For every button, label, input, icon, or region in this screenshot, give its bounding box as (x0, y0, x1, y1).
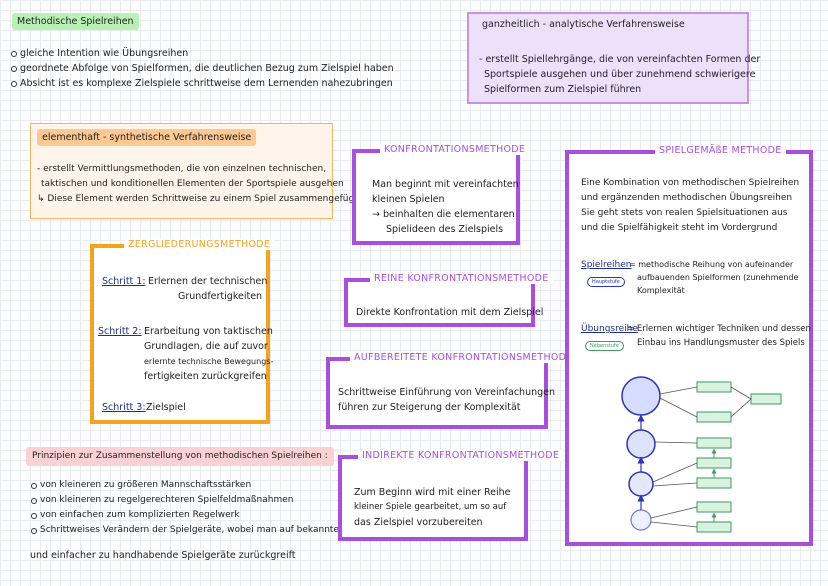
zergliederung-title: ZERGLIEDERUNGSMETHODE (124, 239, 275, 250)
text-line: Grundfertigkeiten (178, 291, 263, 302)
prinzipien-continuation: und einfacher zu handhabende Spielgeräte… (30, 550, 296, 561)
list-item: von kleineren zu größeren Mannschaftsstä… (30, 478, 339, 493)
zergliederung-frame: ZERGLIEDERUNGSMETHODE Schritt 1: Erlerne… (90, 239, 275, 424)
text-line: Spielformen zum Zielspiel führen (484, 84, 642, 95)
text-line: - erstellt Spiellehrgänge, die von verei… (479, 54, 761, 65)
text-line: Zum Beginn wird mit einer Reihe (354, 487, 511, 498)
rect-node (696, 521, 732, 533)
rect-node (696, 501, 732, 513)
aufbereitete-title: AUFBEREITETE KONFRONTATIONSMETHODE (350, 352, 577, 363)
reine-text: Direkte Konfrontation mit dem Zielspiel (356, 307, 544, 318)
text-line: Sie geht stets von realen Spielsituation… (581, 208, 788, 218)
text-line: = methodische Reihung von aufeinander (629, 260, 794, 269)
text-line: ↳ Diese Element werden Schrittweise zu e… (37, 194, 358, 204)
prinzipien-list: von kleineren zu größeren Mannschaftsstä… (30, 478, 339, 538)
rect-node (696, 477, 732, 489)
circle-node (621, 376, 661, 416)
hauptstufe-circles (621, 376, 661, 531)
konfrontation-text: Man beginnt mit vereinfachten kleinen Sp… (372, 177, 519, 237)
text-line: taktischen und konditionellen Elementen … (41, 179, 344, 189)
ganzheitlich-title: ganzheitlich - analytische Verfahrenswei… (482, 19, 685, 30)
text-line: und ergänzenden methodischen Übungsreihe… (581, 193, 793, 203)
list-item: von einfachen zum komplizierten Regelwer… (30, 508, 339, 523)
step-label: Schritt 3: (102, 402, 146, 413)
text-line: kleiner Spiele gearbeitet, um so auf (354, 502, 507, 512)
elementhaft-text: - erstellt Vermittlungsmethoden, die von… (37, 162, 358, 207)
hauptstufe-badge: Hauptstufe (587, 277, 625, 287)
step-text: Erlernen der technischen Grundfertigkeit… (148, 274, 267, 304)
text-line: führen zur Steigerung der Komplexität (338, 402, 521, 413)
circle-node (626, 429, 656, 459)
circle-node (628, 471, 654, 497)
rect-node (696, 437, 732, 449)
text-line: und die Spielfähigkeit steht im Vordergr… (581, 223, 778, 233)
step-label: Schritt 1: (102, 276, 146, 287)
text-line: Erlernen der technischen (148, 276, 268, 287)
text-line: → beinhalten die elementaren (372, 209, 515, 220)
text-line: kleinen Spielen (372, 194, 445, 205)
text-line: erlernte technische Bewegungs- (144, 357, 274, 366)
circle-node (630, 509, 652, 531)
nebenstufe-rects (696, 381, 782, 533)
spielreihen-def: = methodische Reihung von aufeinander au… (629, 258, 798, 297)
list-item: Absicht ist es komplexe Zielspiele schri… (10, 76, 394, 91)
indirekte-frame: INDIREKTE KONFRONTATIONSMETHODE Zum Begi… (338, 450, 564, 541)
text-line: aufbauenden Spielformen (zunehmende (637, 273, 799, 282)
list-item: Schrittweises Verändern der Spielgeräte,… (30, 523, 339, 538)
spielgemaesse-frame: SPIELGEMÄßE METHODE Eine Kombination von… (565, 145, 813, 546)
indirekte-text: Zum Beginn wird mit einer Reihe kleiner … (354, 485, 511, 530)
text-line: = Erlernen wichtiger Techniken und desse… (627, 324, 811, 334)
text-line: Sportspiele ausgehen und über zunehmend … (484, 69, 756, 80)
text-line: Schrittweise Einführung von Vereinfachun… (338, 387, 556, 398)
aufbereitete-text: Schrittweise Einführung von Vereinfachun… (338, 385, 555, 415)
text-line: Erarbeitung von taktischen (144, 326, 273, 337)
text-line: Einbau ins Handlungsmuster des Spiels (637, 338, 805, 348)
spielreihen-term: Spielreihen (581, 260, 632, 270)
text-line: - erstellt Vermittlungsmethoden, die von… (37, 164, 327, 174)
konfrontation-frame: KONFRONTATIONSMETHODE Man beginnt mit ve… (352, 144, 530, 245)
ganzheitlich-box: ganzheitlich - analytische Verfahrenswei… (467, 12, 760, 104)
elementhaft-title: elementhaft - synthetische Verfahrenswei… (37, 129, 257, 146)
text-line: Eine Kombination von methodischen Spielr… (581, 178, 800, 188)
intro-list: gleiche Intention wie Übungsreihen geord… (10, 46, 394, 91)
uebungsreihe-term: Übungsreihe (581, 324, 638, 334)
text-line: Komplexität (637, 286, 685, 295)
reine-title: REINE KONFRONTATIONSMETHODE (370, 273, 553, 284)
aufbereitete-frame: AUFBEREITETE KONFRONTATIONSMETHODE Schri… (326, 352, 577, 429)
step-text: Erarbeitung von taktischen Grundlagen, d… (144, 324, 273, 384)
konfrontation-title: KONFRONTATIONSMETHODE (380, 144, 530, 155)
rect-node (750, 393, 782, 405)
list-item: geordnete Abfolge von Spielformen, die d… (10, 61, 394, 76)
rect-node (696, 457, 732, 469)
rect-node (696, 411, 732, 423)
connector-lines (650, 386, 752, 528)
list-item: gleiche Intention wie Übungsreihen (10, 46, 394, 61)
uebungsreihe-def: = Erlernen wichtiger Techniken und desse… (627, 322, 811, 350)
step-label: Schritt 2: (98, 326, 142, 337)
list-item: von kleineren zu regelgerechteren Spielf… (30, 493, 339, 508)
indirekte-title: INDIREKTE KONFRONTATIONSMETHODE (358, 450, 564, 461)
text-line: Spielideen des Zielspiels (386, 224, 504, 235)
ganzheitlich-text: - erstellt Spiellehrgänge, die von verei… (479, 52, 760, 97)
text-line: das Zielspiel vorzubereiten (354, 517, 483, 528)
text-line: fertigkeiten zurückgreifen (144, 371, 267, 382)
nebenstufe-badge: Nebenstufe (585, 341, 624, 351)
spielgemaesse-title: SPIELGEMÄßE METHODE (655, 145, 786, 156)
step-text: Zielspiel (146, 402, 186, 413)
text-line: Grundlagen, die auf zuvor (144, 341, 268, 352)
page-title: Methodische Spielreihen (12, 13, 139, 30)
text-line: Man beginnt mit vereinfachten (372, 179, 519, 190)
spielgemaesse-intro: Eine Kombination von methodischen Spielr… (581, 176, 799, 236)
stufen-diagram (621, 376, 782, 533)
reine-frame: REINE KONFRONTATIONSMETHODE Direkte Konf… (344, 273, 553, 327)
elementhaft-box: elementhaft - synthetische Verfahrenswei… (30, 123, 358, 219)
prinzipien-title: Prinzipien zur Zusammenstellung von meth… (26, 447, 334, 466)
rect-node (696, 381, 732, 393)
